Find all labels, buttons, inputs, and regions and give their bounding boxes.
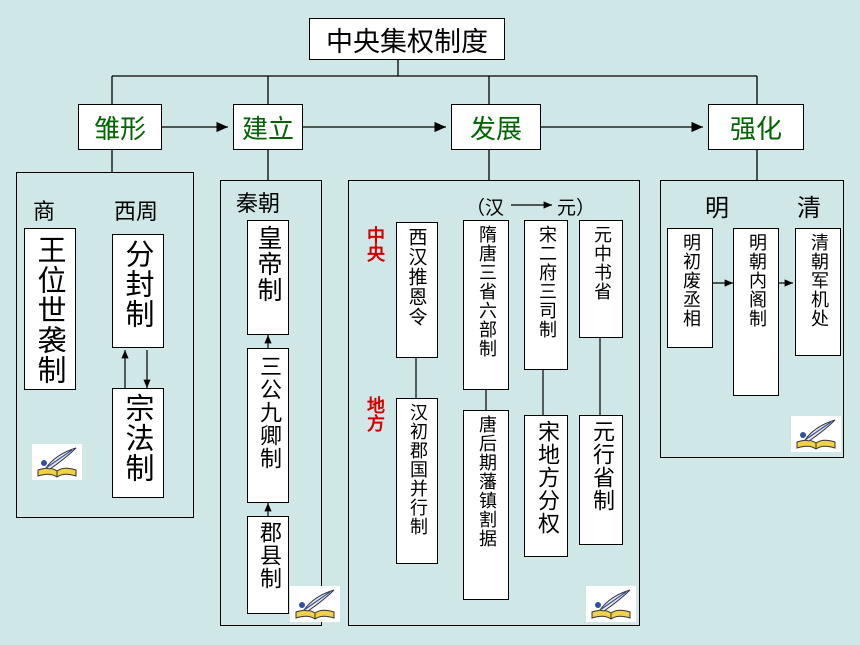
label-local: 地方: [364, 396, 385, 432]
quill-book-icon: [32, 444, 82, 480]
box-emperor: 皇帝制: [247, 220, 289, 335]
label-central: 中央: [364, 226, 385, 262]
box-zhongshu: 元中书省: [579, 220, 623, 338]
title-box: 中央集权制度: [309, 18, 505, 60]
box-cabinet: 明朝内阁制: [733, 228, 779, 396]
label-ming: 明: [705, 194, 729, 222]
box-tuien: 西汉推恩令: [396, 222, 438, 358]
frame-establish: [220, 180, 322, 626]
box-three-ministers: 三公九卿制: [247, 348, 289, 503]
label-xizhou: 西周: [114, 200, 159, 225]
box-hereditary-throne: 王位世袭制: [24, 228, 76, 390]
box-junjichu: 清朝军机处: [795, 228, 841, 356]
quill-book-icon: [290, 586, 340, 622]
page-title: 中央集权制度: [326, 26, 488, 58]
box-abolish-chancellor: 明初废丞相: [667, 228, 713, 348]
quill-book-icon: [791, 416, 841, 452]
label-qin: 秦朝: [236, 192, 281, 217]
box-xingsheng: 元行省制: [579, 415, 623, 545]
box-song-local: 宋地方分权: [524, 415, 568, 557]
stage-develop: 发展: [451, 104, 541, 150]
stage-embryo: 雏形: [78, 104, 162, 150]
stage-establish: 建立: [233, 104, 303, 150]
box-sansheng: 隋唐三省六部制: [463, 220, 509, 390]
label-qing: 清: [797, 194, 821, 222]
box-fanzhen: 唐后期藩镇割据: [463, 410, 509, 600]
range-end: 元）: [557, 197, 596, 219]
box-junxian: 郡县制: [247, 516, 289, 614]
frame-strengthen: [660, 180, 844, 458]
label-shang: 商: [33, 200, 56, 225]
frame-develop: [348, 180, 640, 626]
box-erfu: 宋二府三司制: [524, 220, 568, 370]
range-start: （汉: [466, 197, 505, 219]
stage-strengthen: 强化: [708, 104, 804, 150]
box-junguo: 汉初郡国并行制: [396, 398, 438, 564]
box-fenfeng: 分封制: [112, 234, 164, 348]
quill-book-icon: [586, 586, 636, 622]
frame-embryo: [16, 172, 194, 518]
box-zongfa: 宗法制: [112, 388, 164, 498]
